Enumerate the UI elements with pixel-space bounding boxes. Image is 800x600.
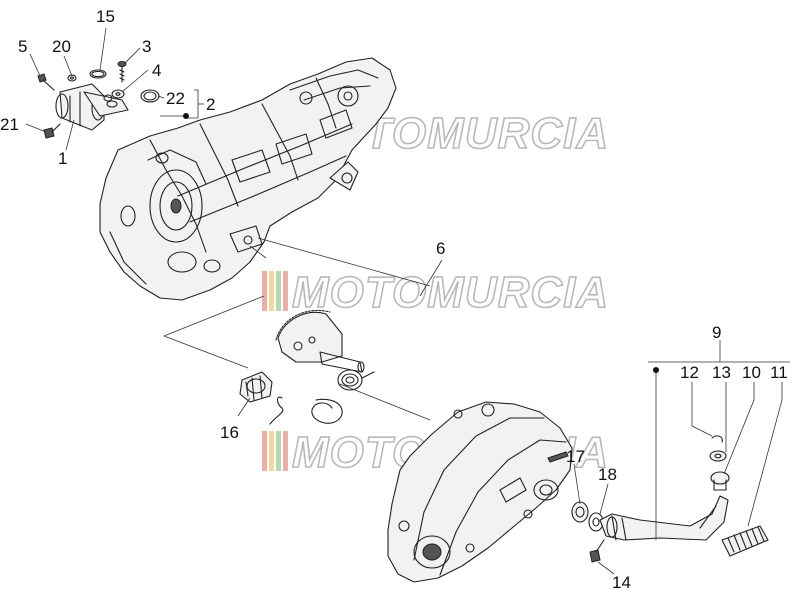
spring-clip	[311, 398, 343, 424]
o-ring-22	[140, 89, 160, 103]
washer-4	[111, 89, 125, 99]
callout-10: 10	[742, 363, 761, 382]
washer-13	[709, 450, 727, 462]
callout-3: 3	[142, 37, 151, 56]
watermark-text: MOTOMURCIA	[292, 268, 609, 317]
callout-12: 12	[680, 363, 699, 382]
bushing-17	[571, 501, 589, 523]
callout-9: 9	[712, 323, 721, 342]
callout-15: 15	[96, 7, 115, 26]
bolt-14	[589, 539, 605, 563]
callout-labels: 1 2 3 4 5 6 9 10 11 12 13 14 15 16 17 18…	[0, 7, 788, 592]
callout-4: 4	[152, 61, 161, 80]
callout-14: 14	[612, 573, 631, 592]
circlip-12	[711, 435, 723, 443]
pedal-rubber-11	[721, 525, 769, 557]
kick-lever-9	[599, 495, 729, 541]
spring-return	[337, 369, 375, 391]
callout-18: 18	[598, 465, 617, 484]
bolt-21	[43, 123, 61, 139]
callout-1: 1	[58, 149, 67, 168]
o-ring-15	[89, 69, 107, 79]
callout-11: 11	[770, 363, 788, 382]
callout-2: 2	[206, 95, 215, 114]
callout-20: 20	[52, 37, 71, 56]
watermark-middle: MOTOMURCIA	[262, 267, 609, 318]
starter-motor	[55, 83, 129, 131]
pivot-10	[710, 471, 730, 491]
callout-5: 5	[18, 37, 27, 56]
pinion-16	[239, 371, 273, 403]
gear-sector-6	[275, 310, 365, 373]
callout-13: 13	[712, 363, 731, 382]
engine-crankcase	[99, 57, 397, 301]
callout-22: 22	[166, 89, 185, 108]
screw-3	[117, 61, 127, 83]
callout-6: 6	[436, 239, 445, 258]
assembly-guide-lines	[163, 237, 431, 421]
clip-small	[269, 396, 284, 425]
callout-17: 17	[566, 447, 585, 466]
leader-lines	[25, 27, 790, 575]
callout-16: 16	[220, 423, 239, 442]
callout-21: 21	[0, 115, 19, 134]
screw-5	[37, 73, 55, 91]
transmission-cover	[387, 401, 573, 583]
